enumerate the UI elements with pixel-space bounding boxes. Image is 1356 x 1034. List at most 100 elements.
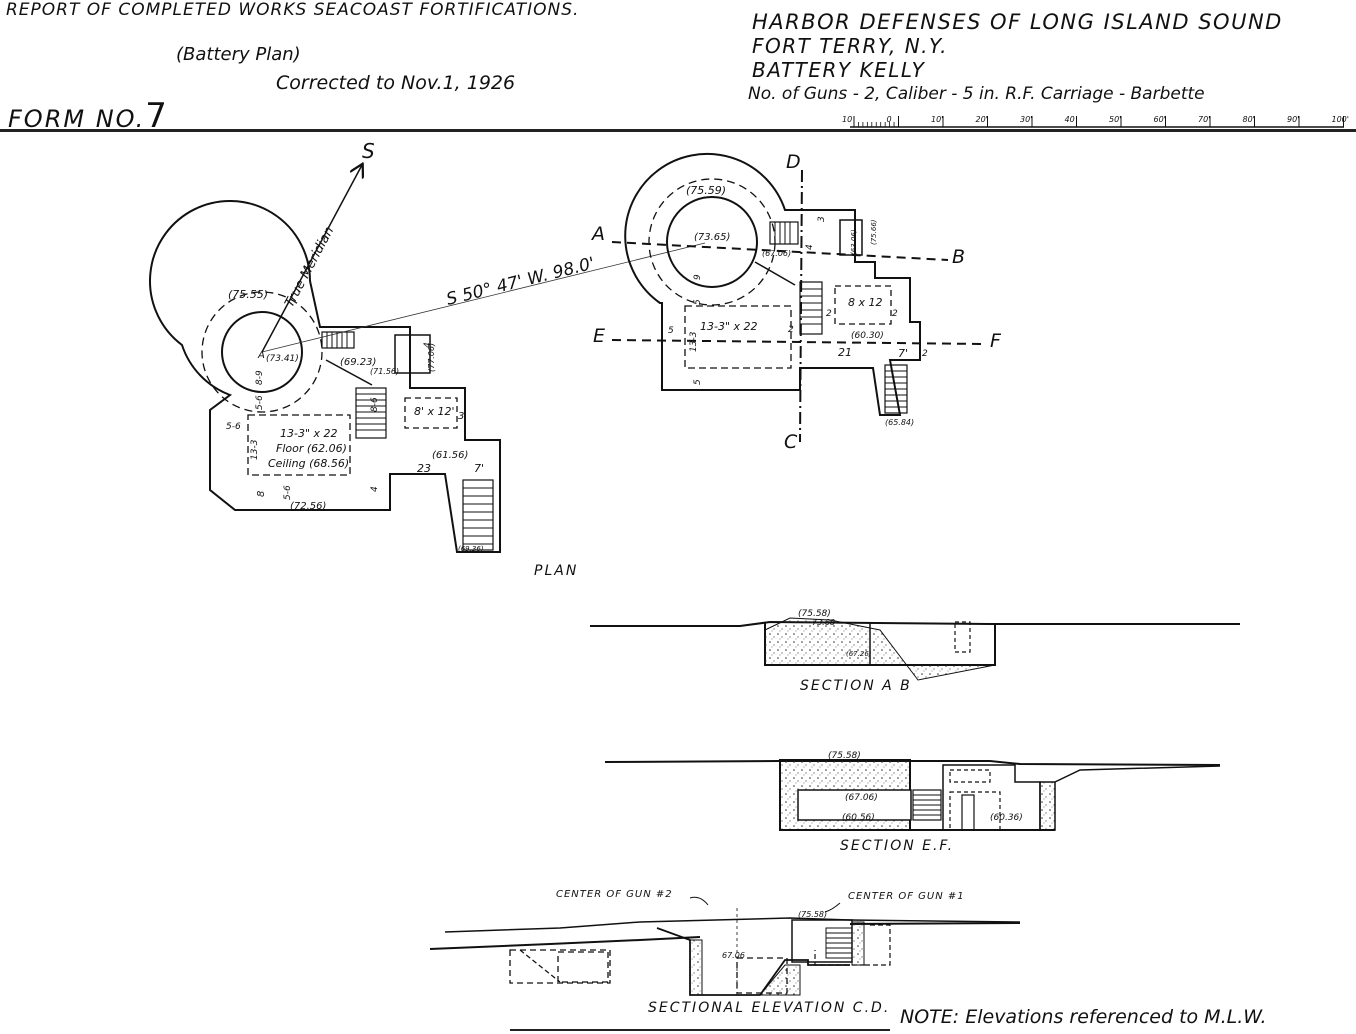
section-ef-ground	[604, 760, 1221, 766]
gun-1-dim-7: 21	[838, 346, 852, 359]
section-ab-ground	[590, 620, 1240, 627]
gun-1-dim-12: 3	[817, 216, 827, 222]
bearing-label: S 50° 47' W. 98.0'	[444, 254, 597, 310]
gun-2-central-treads	[356, 393, 386, 431]
gun-1-elev-pit: (73.65)	[694, 232, 730, 243]
section-cd-caption: Sectional Elevation C.D.	[648, 1000, 891, 1016]
gun-2-dim-5: 8	[256, 491, 267, 497]
gun-2-dim-9: 23	[417, 462, 431, 475]
gun-2-dim-1: 8-9	[255, 370, 265, 385]
section-cd-dashed-right	[814, 924, 891, 966]
fort-name: Fort Terry, N.Y.	[752, 34, 949, 58]
gun-1-dim-2: 5	[693, 299, 703, 305]
scale-bar-label: 10'	[931, 115, 943, 124]
scale-bar-label: 100'	[1332, 115, 1349, 124]
gun-1-dim-3: 5	[668, 326, 674, 336]
gun-1-small-room-size: 8 x 12	[848, 296, 883, 309]
gun-2-elev-exit: (69.36)	[458, 545, 484, 553]
section-ef-fill-right	[1039, 781, 1056, 831]
gun-1-elev-exit: (65.84)	[885, 418, 914, 427]
scale-bar-label: 60'	[1154, 115, 1166, 124]
section-letter-a: A	[590, 223, 605, 245]
section-ef-caption: Section E.F.	[840, 838, 955, 854]
section-ab-hoist	[954, 621, 971, 653]
section-letter-f: F	[990, 330, 1002, 352]
gun-2-point-label: A	[257, 350, 265, 361]
gun-2-pit	[221, 311, 303, 393]
battery-name: Battery Kelly	[752, 58, 926, 82]
gun-1-dim-13: 4	[805, 244, 815, 250]
section-cut-lines	[611, 169, 986, 443]
gun-2-stair-treads	[326, 332, 348, 348]
section-cd-slope-dashed	[519, 949, 561, 983]
section-cd-stair-treads	[826, 932, 852, 954]
gun-1-room-size: 13-3" x 22	[700, 320, 758, 333]
section-cd-elev-1: (75.58)	[798, 910, 827, 919]
bearing-line	[261, 242, 706, 353]
form-label-text: Form No.	[8, 105, 146, 133]
section-ef-elev-2: (67.06)	[845, 793, 878, 803]
section-cd-slope-fill	[758, 964, 801, 996]
gun-1-dim-8: 7'	[898, 347, 908, 360]
gun-1-elev-corridor: (60.30)	[851, 331, 884, 341]
gun-2-dim-11: 4	[423, 342, 433, 348]
section-cd-dashed-room-1	[509, 949, 611, 984]
section-ef-stair-treads	[913, 794, 941, 816]
gun-2-parapet-dashed	[201, 291, 323, 413]
section-ef-door	[961, 794, 975, 831]
plan-caption: Plan	[534, 563, 579, 579]
section-letter-d: D	[786, 151, 801, 173]
gun-2-leader-arrow	[689, 896, 709, 906]
gun-2-dim-7: 4	[370, 486, 380, 492]
plan-gun-2	[149, 200, 501, 553]
true-meridian-arrow	[261, 165, 362, 353]
gun-1-central-stairs	[799, 281, 823, 335]
section-ab-caption: Section A B	[800, 678, 912, 694]
scale-bar-label: 0	[887, 115, 892, 124]
gun-2-elev-corridor: (61.56)	[432, 450, 468, 461]
form-number: 7	[145, 96, 169, 136]
gun-1-pit	[666, 196, 758, 288]
gun-2-exit-stairs	[462, 479, 494, 551]
section-ef-dashed-room	[949, 791, 1001, 831]
scale-bar-label: 90'	[1287, 115, 1299, 124]
gun-2-elev-hoist-2: (71.56)	[370, 367, 399, 376]
gun-2-stairs	[321, 331, 355, 349]
gun-1-dim-11: 2	[892, 309, 898, 319]
section-ab-drawing	[590, 617, 1240, 681]
section-ab-elev-1: (75.58)	[798, 609, 831, 619]
north-arrow-label: S	[362, 139, 375, 163]
gun-1-exit-treads	[885, 370, 907, 408]
section-cd-elev-2: 67.06	[722, 951, 745, 960]
scale-bar-label: 10	[842, 115, 852, 124]
section-ef-drawing	[604, 759, 1221, 831]
gun-2-small-room-size: 8' x 12'	[414, 405, 455, 418]
corrected-date: Corrected to Nov.1, 1926	[276, 72, 516, 94]
gun-1-elev-stair: (67.06)	[762, 249, 791, 258]
section-cd-wall-fill	[689, 939, 703, 996]
report-title: Report of completed works Seacoast Forti…	[6, 0, 580, 20]
gun-2-outline	[149, 200, 501, 553]
gun-2-magazine-room	[247, 414, 351, 476]
scale-bar-label: 20'	[976, 115, 988, 124]
section-ab-elev-3: (67.26)	[846, 650, 872, 658]
gun-1-central-treads	[800, 288, 822, 325]
gun-1-stair-treads	[774, 222, 791, 244]
gun-2-dim-10: 7'	[474, 462, 484, 475]
scale-bar-label: 70'	[1198, 115, 1210, 124]
scale-bar-label: 40	[1065, 115, 1075, 124]
section-letter-c: C	[784, 431, 798, 453]
section-line-ab	[611, 241, 949, 261]
guns-info: No. of Guns - 2, Caliber - 5 in. R.F. Ca…	[748, 84, 1205, 104]
gun-2-dim-2: 5-6	[226, 422, 241, 432]
section-cd-ground-left	[429, 936, 701, 950]
plan-gun-1	[624, 152, 921, 416]
gun-2-elev-pit: (73.41)	[266, 354, 299, 364]
gun-1-dim-9: 2	[922, 349, 928, 359]
section-cd-right-fill	[851, 921, 865, 966]
harbor-defenses-title: Harbor Defenses of Long Island Sound	[752, 10, 1283, 34]
section-cd-top-line	[444, 917, 1021, 933]
gun-1-dim-10: 2	[826, 309, 832, 319]
gun-1-outline	[624, 152, 921, 416]
